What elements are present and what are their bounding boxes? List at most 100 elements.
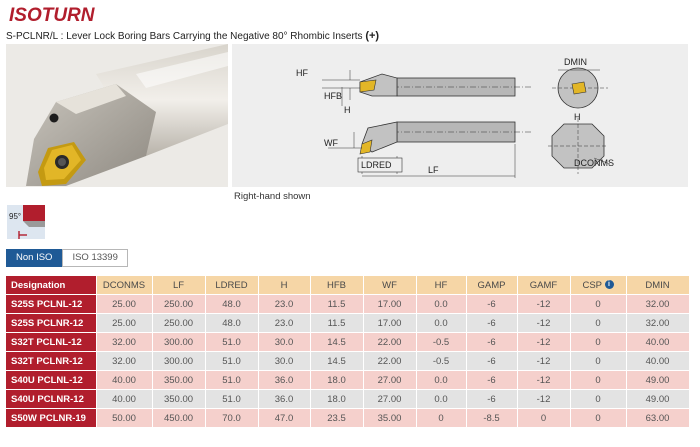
value-cell-hf: -0.5	[416, 351, 467, 371]
value-cell-hf: 0	[416, 408, 467, 427]
value-cell-gamp: -6	[466, 313, 518, 333]
label-dconms: DCONMS	[574, 158, 614, 168]
value-cell-hfb: 11.5	[310, 294, 364, 314]
value-cell-ldred: 70.0	[205, 408, 259, 427]
dimension-drawing: HF HFB H DMIN WF LDRED LF H DCONMS	[232, 44, 688, 187]
value-cell-hf: 0.0	[416, 370, 467, 390]
value-cell-dmin: 49.00	[626, 389, 690, 409]
col-wf[interactable]: WF	[363, 276, 417, 295]
value-cell-dmin: 49.00	[626, 370, 690, 390]
label-hf: HF	[296, 68, 308, 78]
label-lf: LF	[428, 165, 439, 175]
value-cell-ldred: 48.0	[205, 313, 259, 333]
value-cell-ldred: 51.0	[205, 370, 259, 390]
technical-diagram: HF HFB H DMIN WF LDRED LF H DCONMS	[232, 44, 688, 187]
col-gamf[interactable]: GAMF	[517, 276, 571, 295]
value-cell-hf: 0.0	[416, 294, 467, 314]
designation-cell[interactable]: S40U PCLNR-12	[6, 389, 97, 409]
value-cell-gamf: -12	[517, 389, 571, 409]
value-cell-gamp: -6	[466, 370, 518, 390]
value-cell-csp: 0	[570, 370, 627, 390]
designation-cell[interactable]: S32T PCLNR-12	[6, 351, 97, 371]
info-icon[interactable]: i	[604, 280, 614, 290]
value-cell-hfb: 18.0	[310, 370, 364, 390]
value-cell-ldred: 51.0	[205, 351, 259, 371]
col-dconms[interactable]: DCONMS	[96, 276, 153, 295]
value-cell-dconms: 50.00	[96, 408, 153, 427]
value-cell-csp: 0	[570, 313, 627, 333]
value-cell-csp: 0	[570, 294, 627, 314]
designation-cell[interactable]: S25S PCLNL-12	[6, 294, 97, 314]
value-cell-gamf: -12	[517, 313, 571, 333]
value-cell-wf: 27.00	[363, 389, 417, 409]
col-csp[interactable]: CSP i	[570, 276, 627, 295]
value-cell-lf: 300.00	[152, 351, 206, 371]
col-h[interactable]: H	[258, 276, 311, 295]
value-cell-ldred: 48.0	[205, 294, 259, 314]
label-h-endview: H	[574, 112, 581, 122]
designation-cell[interactable]: S40U PCLNL-12	[6, 370, 97, 390]
value-cell-wf: 22.00	[363, 351, 417, 371]
col-dmin[interactable]: DMIN	[626, 276, 690, 295]
value-cell-hfb: 18.0	[310, 389, 364, 409]
boring-bar-illustration	[6, 44, 228, 187]
value-cell-dmin: 40.00	[626, 332, 690, 352]
product-photo	[6, 44, 228, 187]
value-cell-h: 23.0	[258, 313, 311, 333]
logo-text: ISOTURN	[9, 5, 96, 25]
angle-label: 95°	[9, 212, 21, 221]
value-cell-dconms: 40.00	[96, 370, 153, 390]
value-cell-hf: -0.5	[416, 332, 467, 352]
col-ldred[interactable]: LDRED	[205, 276, 259, 295]
label-hfb: HFB	[324, 91, 342, 101]
expand-plus[interactable]: (+)	[365, 30, 380, 42]
designation-cell[interactable]: S50W PCLNR-19	[6, 408, 97, 427]
label-wf: WF	[324, 138, 338, 148]
value-cell-lf: 350.00	[152, 389, 206, 409]
designation-cell[interactable]: S25S PCLNR-12	[6, 313, 97, 333]
col-lf[interactable]: LF	[152, 276, 206, 295]
approach-angle-icon: 95°	[7, 205, 45, 239]
value-cell-hfb: 14.5	[310, 351, 364, 371]
designation-cell[interactable]: S32T PCLNL-12	[6, 332, 97, 352]
isoturn-logo: ISOTURN	[6, 5, 112, 25]
value-cell-gamp: -6	[466, 294, 518, 314]
value-cell-h: 36.0	[258, 389, 311, 409]
diagram-caption: Right-hand shown	[234, 191, 311, 202]
value-cell-wf: 17.00	[363, 313, 417, 333]
col-hfb[interactable]: HFB	[310, 276, 364, 295]
value-cell-lf: 250.00	[152, 294, 206, 314]
tab-non-iso[interactable]: Non ISO	[6, 249, 63, 267]
specification-table: Designation DCONMS LF LDRED H HFB WF HF …	[6, 276, 690, 427]
value-cell-dconms: 25.00	[96, 294, 153, 314]
value-cell-csp: 0	[570, 408, 627, 427]
value-cell-gamp: -6	[466, 332, 518, 352]
value-cell-gamf: -12	[517, 370, 571, 390]
value-cell-lf: 350.00	[152, 370, 206, 390]
standard-tabs: Non ISO ISO 13399	[6, 249, 128, 267]
label-h: H	[344, 105, 351, 115]
value-cell-h: 30.0	[258, 332, 311, 352]
value-cell-dmin: 40.00	[626, 351, 690, 371]
col-hf[interactable]: HF	[416, 276, 467, 295]
value-cell-hf: 0.0	[416, 313, 467, 333]
value-cell-h: 47.0	[258, 408, 311, 427]
col-csp-label: CSP	[582, 279, 602, 291]
col-designation[interactable]: Designation	[6, 276, 97, 295]
tab-iso-13399[interactable]: ISO 13399	[62, 249, 128, 267]
product-subtitle: S-PCLNR/L : Lever Lock Boring Bars Carry…	[6, 30, 379, 42]
value-cell-dmin: 63.00	[626, 408, 690, 427]
value-cell-wf: 27.00	[363, 370, 417, 390]
label-ldred: LDRED	[361, 160, 392, 170]
value-cell-h: 23.0	[258, 294, 311, 314]
value-cell-lf: 450.00	[152, 408, 206, 427]
col-gamp[interactable]: GAMP	[466, 276, 518, 295]
value-cell-hf: 0.0	[416, 389, 467, 409]
